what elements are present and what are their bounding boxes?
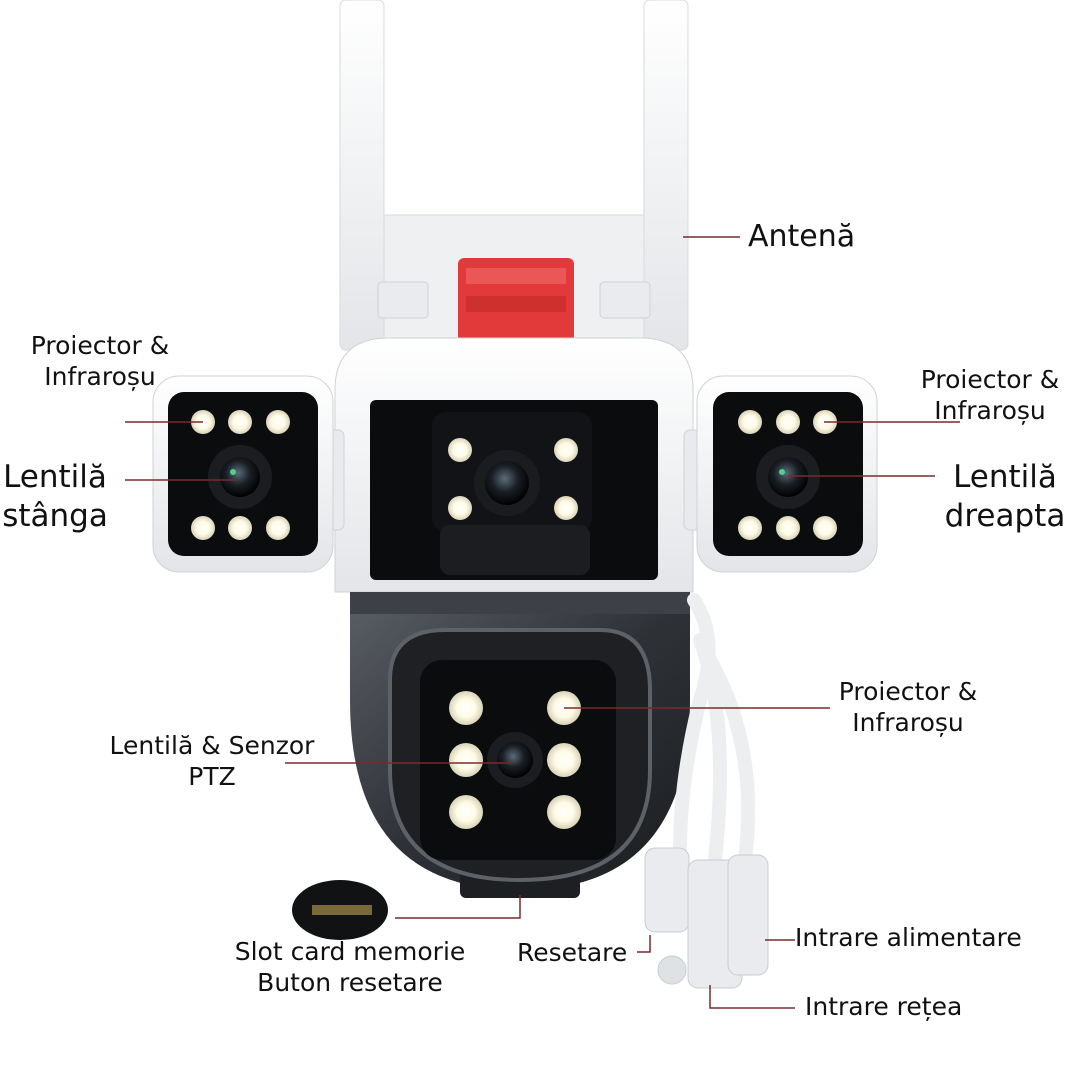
label-line: Infraroșu [852, 708, 964, 738]
label-network-input: Intrare rețea [805, 992, 963, 1021]
leader-line [637, 935, 651, 953]
label-line: Lentilă [3, 459, 107, 495]
label-line: Proiector & [838, 677, 978, 706]
warning-light [458, 258, 574, 342]
left-lens [220, 457, 260, 497]
label-line: Infraroșu [934, 396, 1046, 426]
led [547, 795, 581, 829]
leader-lines [125, 236, 960, 1009]
connector-reset [644, 847, 690, 933]
label-line: Proiector & [920, 365, 1060, 394]
label-line: Slot card memorie [234, 937, 466, 966]
led [448, 438, 472, 462]
label-power-input: Intrare alimentare [795, 923, 1022, 952]
antenna-right [643, 0, 689, 351]
label-right-lens: Lentilă dreapta [935, 458, 1075, 536]
lens-indicator [230, 469, 236, 475]
label-top-right-projector: Proiector & Infraroșu [900, 364, 1080, 427]
label-line: Proiector & [30, 331, 170, 360]
lens-indicator [779, 469, 785, 475]
led [547, 743, 581, 777]
led [191, 516, 215, 540]
antenna-left [339, 0, 385, 351]
label-line: Lentilă [953, 459, 1057, 495]
led [266, 410, 290, 434]
led [228, 516, 252, 540]
label-ptz-projector: Proiector & Infraroșu [818, 676, 998, 739]
led [228, 410, 252, 434]
label-top-left-projector: Proiector & Infraroșu [0, 330, 200, 393]
led [776, 516, 800, 540]
label-line: dreapta [944, 497, 1066, 534]
connector-power [727, 854, 769, 976]
label-left-lens: Lentilă stânga [0, 458, 110, 536]
label-line: Buton resetare [257, 968, 443, 998]
led [449, 691, 483, 725]
led [266, 516, 290, 540]
label-line: stânga [2, 497, 108, 534]
led [449, 743, 483, 777]
ptz-lens [497, 742, 533, 778]
antenna-hinge-left [377, 281, 429, 319]
label-line: Lentilă & Senzor [109, 731, 315, 760]
label-memory-slot: Slot card memorie Buton resetare [220, 936, 480, 999]
led [448, 496, 472, 520]
label-ptz-lens: Lentilă & Senzor PTZ [92, 730, 332, 793]
leader-line [709, 985, 795, 1009]
label-antenna: Antenă [748, 219, 856, 254]
led [776, 410, 800, 434]
right-lens [768, 457, 808, 497]
label-reset: Resetare [517, 938, 628, 967]
led [738, 410, 762, 434]
antenna-hinge-right [599, 281, 651, 319]
led [738, 516, 762, 540]
center-fixed-lens [485, 461, 529, 505]
led [813, 516, 837, 540]
label-line: PTZ [188, 762, 236, 792]
memory-slot-inset [292, 880, 388, 940]
cable-bundle [673, 593, 756, 867]
label-line: Infraroșu [44, 362, 156, 392]
leader-line [395, 895, 521, 919]
led [554, 438, 578, 462]
led [449, 795, 483, 829]
led [554, 496, 578, 520]
